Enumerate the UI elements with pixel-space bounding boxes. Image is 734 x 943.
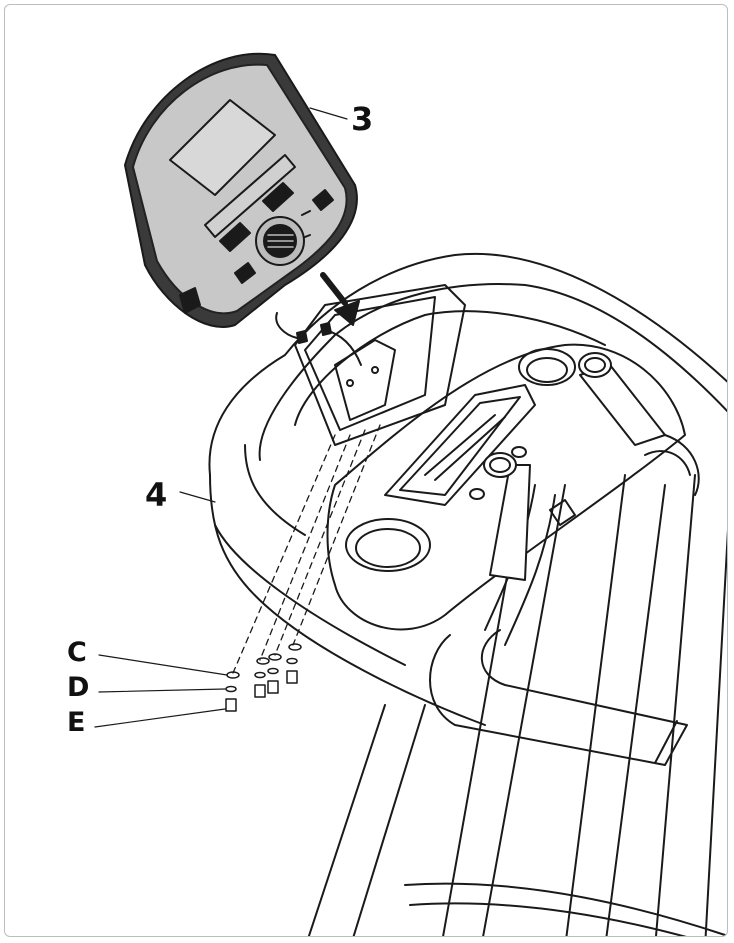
leader-e [94,708,226,728]
console-mast [208,252,727,726]
callout-console: 3 [351,100,374,138]
upright-frame [307,474,727,936]
callout-hardware-c: C [67,637,87,668]
pulse-grip-left [483,452,531,581]
callout-console-mast: 4 [145,476,168,514]
treadmill-assembly-diagram [94,52,727,936]
leader-3 [309,107,348,120]
callout-hardware-d: D [67,672,90,703]
treadmill-deck [404,882,726,936]
pulse-grip-right [578,352,700,496]
leader-d [98,688,226,693]
leader-lines [94,107,348,728]
insertion-arrow [320,272,360,326]
callout-hardware-e: E [67,707,86,738]
leader-c [98,654,228,676]
illustration-frame: 3 4 C D E [4,4,728,937]
hardware-set [225,643,302,712]
alignment-guides [232,424,381,674]
handlebar-left [429,484,688,766]
leader-4 [179,491,216,503]
console-unit [124,52,362,366]
